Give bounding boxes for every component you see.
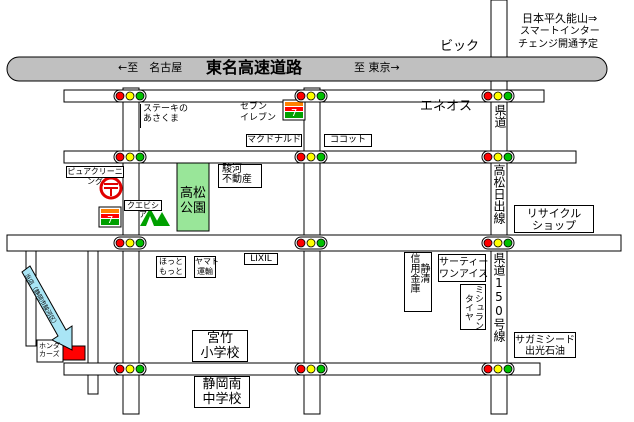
kendo-label: 県道 bbox=[493, 104, 507, 128]
top-right-line2: スマートインター bbox=[520, 26, 600, 37]
seven-eleven-icon: 7 bbox=[98, 206, 122, 228]
honda-label: ホンダ カーズ bbox=[39, 342, 60, 358]
takamatsu-hinode-label: 高松日出線 bbox=[492, 164, 506, 225]
seven-top-label: セブン イレブン bbox=[240, 102, 277, 123]
post-office-icon bbox=[99, 176, 123, 200]
shizuoka-shinkin-box: 静清 信用金庫 bbox=[404, 252, 432, 312]
traffic-light-icon bbox=[294, 150, 328, 164]
miyatake-box: 宮竹 小学校 bbox=[192, 330, 248, 362]
bic-label: ビック bbox=[440, 39, 480, 54]
recycle-box: リサイクル ショップ bbox=[514, 205, 594, 233]
expressway bbox=[6, 56, 608, 82]
hotto-box: ほっと もっと bbox=[156, 256, 186, 278]
traffic-light-icon bbox=[481, 236, 515, 250]
destination-arrow bbox=[21, 265, 73, 351]
svg-text:7: 7 bbox=[107, 215, 113, 226]
kuebisu-box: クエビシア bbox=[124, 200, 162, 219]
traffic-light-icon bbox=[481, 362, 515, 376]
kuebisu-logo-icon bbox=[140, 208, 170, 226]
steak-box: ステーキの あさくま bbox=[140, 104, 188, 128]
traffic-light-icon bbox=[481, 89, 515, 103]
expressway-right-direction: 至 東京→ bbox=[354, 61, 400, 74]
takamatsu-park-label: 高松 公園 bbox=[180, 186, 207, 216]
expressway-name: 東名高速道路 bbox=[206, 58, 303, 77]
traffic-lights bbox=[113, 89, 515, 376]
honda-box bbox=[36, 339, 64, 363]
svg-text:7: 7 bbox=[291, 108, 297, 119]
takamatsu-park-area bbox=[176, 162, 210, 232]
cocott-box: ココット bbox=[324, 134, 372, 147]
seven-eleven-icon: 7 bbox=[282, 99, 306, 121]
traffic-light-icon bbox=[294, 362, 328, 376]
traffic-light-icon bbox=[113, 236, 147, 250]
eneos-label: エネオス bbox=[420, 99, 473, 114]
yamato-box: ヤマト 運輸 bbox=[194, 256, 219, 278]
shizuoka-minami-box: 静岡南 中学校 bbox=[194, 376, 250, 408]
traffic-light-icon bbox=[113, 362, 147, 376]
traffic-light-icon bbox=[481, 150, 515, 164]
suruga-box: 駿河 不動産 bbox=[218, 164, 262, 188]
lixil-box: LIXIL bbox=[244, 253, 278, 265]
traffic-light-icon bbox=[294, 89, 328, 103]
michelin-box: ミシュラン タイヤ bbox=[460, 284, 486, 330]
traffic-light-icon bbox=[113, 89, 147, 103]
pure-cleaning-box: ピュアクリーニング bbox=[66, 166, 124, 186]
destination-marker-icon bbox=[62, 345, 86, 361]
top-right-line3: チェンジ開通予定 bbox=[518, 39, 598, 50]
traffic-light-icon bbox=[294, 236, 328, 250]
top-right-line1: 日本平久能山⇒ bbox=[522, 12, 598, 25]
traffic-light-icon bbox=[113, 150, 147, 164]
mcdonalds-box: マクドナルド bbox=[246, 134, 302, 147]
thirty-one-box: サーティー ワンアイス bbox=[438, 254, 488, 282]
expressway-left-direction: ←至 名古屋 bbox=[118, 61, 183, 74]
kendo150-label: 県道150号線 bbox=[492, 252, 506, 343]
sagami-box: サガミシード 出光石油 bbox=[514, 332, 576, 358]
